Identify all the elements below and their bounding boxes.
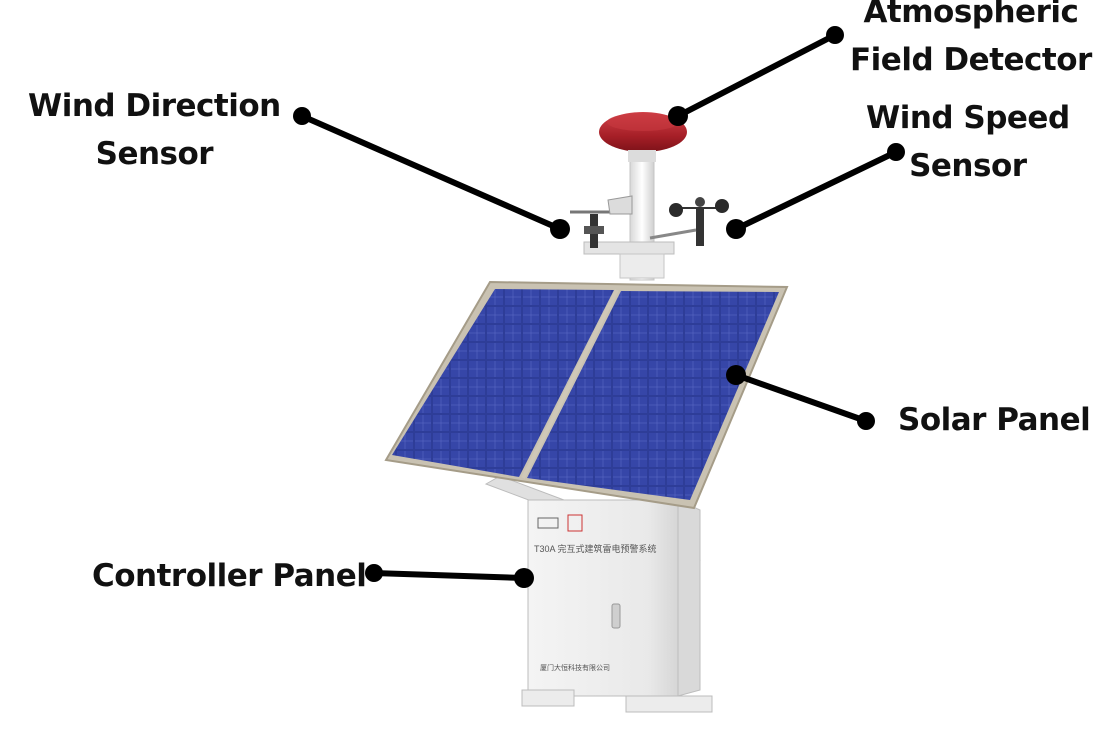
label-atmospheric-line-1: Atmospheric (863, 0, 1079, 30)
label-controller-panel: Controller Panel (92, 558, 367, 594)
leader-dot-wind-speed (726, 219, 746, 239)
solar-panel (384, 280, 789, 510)
leader-dot-atmospheric-end (826, 26, 844, 44)
label-atmospheric-line-2: Field Detector (850, 42, 1092, 78)
leader-dot-solar-panel (726, 365, 746, 385)
wind-speed-sensor (649, 197, 729, 246)
leader-dot-wind-speed-end (887, 143, 905, 161)
leader-dot-wind-direction-end (293, 107, 311, 125)
leader-dot-controller-panel-end (365, 564, 383, 582)
leader-line-controller-panel (371, 570, 527, 581)
leader-line-solar-panel (733, 372, 869, 424)
label-wind-speed-line-1: Wind Speed (866, 100, 1070, 136)
cabinet-maker-text: 厦门大恒科技有限公司 (540, 663, 610, 672)
label-wind-speed-sensor: Wind Speed Sensor (866, 94, 1070, 190)
atmospheric-field-detector (599, 112, 687, 162)
leader-dot-wind-direction (550, 219, 570, 239)
mast (583, 149, 675, 281)
leader-line-wind-speed (733, 149, 899, 232)
cabinet-model-text: T30A 完互式建筑雷电预警系统 (534, 543, 657, 554)
leader-lines (293, 26, 905, 588)
label-atmospheric-field-detector: Atmospheric Field Detector (850, 0, 1092, 84)
leader-dot-controller-panel (514, 568, 534, 588)
wind-direction-sensor (570, 195, 633, 248)
controller-cabinet (521, 499, 713, 713)
label-wind-direction-sensor: Wind Direction Sensor (28, 82, 281, 178)
leader-dot-solar-panel-end (857, 412, 875, 430)
label-wind-direction-line-1: Wind Direction (28, 88, 281, 124)
label-wind-direction-line-2: Sensor (95, 136, 214, 172)
label-wind-speed-line-2: Sensor (909, 148, 1027, 184)
leader-line-atmospheric (675, 32, 838, 119)
leader-dot-atmospheric (668, 106, 688, 126)
leader-line-wind-direction (299, 113, 563, 232)
label-solar-panel: Solar Panel (898, 402, 1091, 438)
